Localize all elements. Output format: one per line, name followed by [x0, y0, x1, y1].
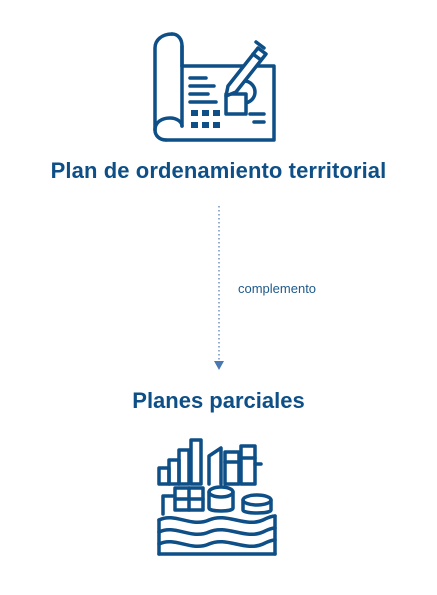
edge-label: complemento — [238, 281, 317, 296]
blueprint-pencil-icon — [153, 32, 276, 142]
node-bottom-label: Planes parciales — [132, 388, 305, 413]
connector-arrow — [214, 206, 224, 370]
node-top-label: Plan de ordenamiento territorial — [50, 158, 387, 183]
industrial-plant-icon — [157, 438, 277, 556]
